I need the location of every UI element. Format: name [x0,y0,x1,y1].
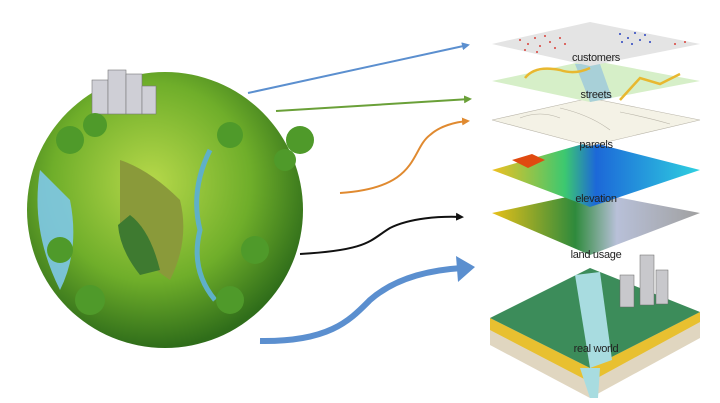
arrow-head-real-world [456,256,475,282]
layer-label-elevation: elevation [575,193,617,205]
layer-customers: customers [492,22,700,66]
arrow-to-elevation [299,212,464,255]
arrow-to-parcels [339,117,470,194]
arrow-to-customers [247,42,470,94]
layer-label-parcels: parcels [579,139,613,151]
globe-illustration [27,69,314,348]
layer-land-usage: land usage [492,192,700,261]
layer-label-real-world: real world [574,343,619,355]
arrows [247,42,475,345]
arrow-to-real-world [259,265,463,345]
layer-label-customers: customers [572,52,621,64]
layer-elevation: elevation [492,142,700,207]
layer-label-streets: streets [581,89,613,101]
arrow-to-streets [275,95,472,112]
layer-parcels: parcels [491,97,701,151]
layer-real-world: real world [490,254,700,398]
layer-label-land-usage: land usage [571,249,622,261]
layer-streets: streets [492,60,700,102]
